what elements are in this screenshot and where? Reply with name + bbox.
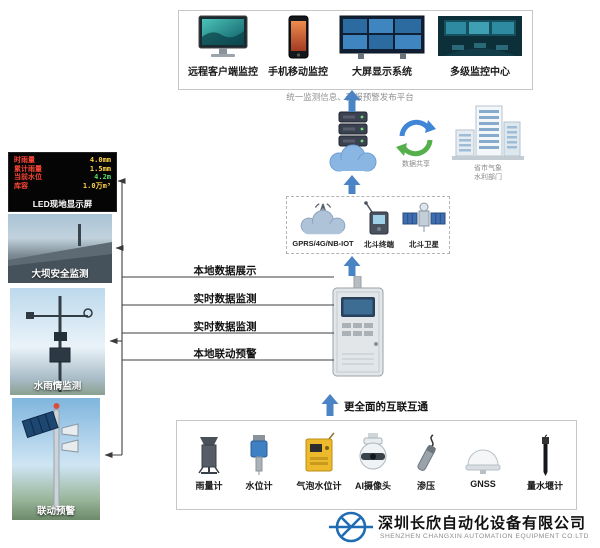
building-caption-line1: 省市气象 bbox=[474, 165, 502, 172]
server-on-cloud bbox=[326, 110, 380, 174]
function-label-4: 本地联动预警 bbox=[193, 348, 257, 360]
platform-item-remote-client: 远程客户端监控 bbox=[183, 15, 263, 78]
platform-box: 远程客户端监控 手机移动监控 大屏显示系统 bbox=[178, 10, 533, 90]
sensor-item-seepage: 渗压 bbox=[401, 431, 451, 492]
government-building-icon bbox=[452, 105, 524, 160]
platform-item-mobile: 手机移动监控 bbox=[265, 15, 331, 78]
function-label-1: 本地数据展示 bbox=[193, 265, 257, 277]
company-name-cn: 深圳长欣自动化设备有限公司 bbox=[378, 515, 587, 532]
alarm-pole-illustration bbox=[21, 403, 79, 513]
platform-item-label: 远程客户端监控 bbox=[188, 67, 258, 78]
photo-caption: 联动预警 bbox=[36, 506, 75, 517]
function-label-2: 实时数据监测 bbox=[193, 293, 257, 305]
water-level-sensor-icon bbox=[250, 435, 268, 475]
sensor-box: 雨量计 水位计 气泡水位计 bbox=[176, 420, 577, 510]
sensor-item-label: 水位计 bbox=[245, 481, 273, 491]
rain-gauge-icon bbox=[198, 437, 220, 474]
arrow-up-server bbox=[343, 175, 361, 194]
comm-item-label: 北斗卫星 bbox=[409, 240, 439, 249]
sensor-item-label: AI摄像头 bbox=[354, 481, 391, 491]
sensor-item-water-level: 水位计 bbox=[234, 431, 284, 492]
company-logo-icon bbox=[329, 511, 373, 543]
data-exchange-icon bbox=[396, 119, 436, 157]
interconnect-label: 更全面的互联互通 bbox=[344, 401, 428, 413]
arrow-up-comm bbox=[343, 256, 361, 276]
platform-item-label: 手机移动监控 bbox=[268, 67, 328, 78]
server-cloud-icon bbox=[329, 111, 377, 172]
comm-item-label: GPRS/4G/NB-IOT bbox=[292, 239, 354, 248]
smartphone-icon bbox=[288, 15, 309, 59]
arrow-up-sensors bbox=[321, 394, 339, 416]
sensor-item-label: 量水堰计 bbox=[526, 481, 563, 491]
photo-caption: 大坝安全监测 bbox=[31, 269, 89, 280]
dam-monitoring-photo: 大坝安全监测 bbox=[8, 214, 112, 283]
telemetry-terminal bbox=[326, 276, 390, 380]
weather-station-photo: 水雨情监测 bbox=[10, 288, 105, 395]
platform-item-control-center: 多级监控中心 bbox=[433, 15, 527, 78]
photo-caption: 水雨情监测 bbox=[33, 381, 82, 392]
weather-station-illustration bbox=[26, 296, 93, 392]
sensor-item-weir-gauge: 量水堰计 bbox=[516, 431, 574, 492]
building-caption: 省市气象 水利部门 bbox=[452, 164, 524, 182]
sensor-item-rain-gauge: 雨量计 bbox=[184, 431, 234, 492]
video-wall-icon bbox=[339, 15, 425, 59]
company-logo bbox=[328, 506, 374, 548]
desktop-monitor-icon bbox=[198, 15, 248, 57]
sensor-item-label: GNSS bbox=[470, 479, 496, 489]
cellular-cloud-icon bbox=[300, 203, 346, 235]
sensor-item-label: 渗压 bbox=[416, 481, 435, 491]
comm-item-label: 北斗终端 bbox=[364, 240, 394, 249]
exchange-label: 数据共享 bbox=[402, 161, 430, 168]
bubble-level-gauge-icon bbox=[305, 432, 335, 472]
sensor-item-label: 雨量计 bbox=[195, 481, 223, 491]
telemetry-terminal-cabinet-icon bbox=[332, 276, 384, 377]
government-building bbox=[452, 104, 524, 162]
comm-item-cellular: GPRS/4G/NB-IOT bbox=[291, 200, 355, 248]
building-caption-line2: 水利部门 bbox=[474, 174, 502, 181]
platform-item-bigscreen: 大屏显示系统 bbox=[333, 15, 431, 78]
dam-illustration bbox=[8, 224, 112, 283]
platform-item-label: 大屏显示系统 bbox=[352, 67, 412, 78]
beidou-satellite-icon bbox=[402, 202, 446, 232]
data-exchange bbox=[394, 116, 438, 160]
sensor-item-bubble-gauge: 气泡水位计 bbox=[289, 431, 349, 492]
photo-caption: LED现地显示屏 bbox=[32, 199, 93, 209]
sensor-item-ai-camera: AI摄像头 bbox=[348, 431, 398, 492]
communication-box: GPRS/4G/NB-IOT 北斗终端 bbox=[286, 196, 450, 254]
gnss-dome-icon bbox=[465, 449, 501, 474]
platform-item-label: 多级监控中心 bbox=[450, 67, 510, 78]
alarm-pole-photo: 联动预警 bbox=[12, 398, 100, 520]
comm-item-beidou-satellite: 北斗卫星 bbox=[401, 200, 447, 250]
sensor-item-label: 气泡水位计 bbox=[296, 481, 342, 491]
function-label-3: 实时数据监测 bbox=[193, 321, 257, 333]
sensor-item-gnss: GNSS bbox=[458, 431, 508, 489]
ai-camera-icon bbox=[359, 433, 387, 470]
beidou-terminal-icon bbox=[364, 201, 389, 235]
weir-gauge-icon bbox=[542, 434, 549, 476]
control-room-icon bbox=[438, 16, 522, 56]
company-name-en: SHENZHEN CHANGXIN AUTOMATION EQUIPMENT C… bbox=[380, 533, 589, 540]
platform-caption: 统一监测信息、预报预警发布平台 bbox=[286, 92, 414, 102]
comm-item-beidou-terminal: 北斗终端 bbox=[359, 200, 399, 250]
seepage-sensor-icon bbox=[417, 434, 437, 471]
